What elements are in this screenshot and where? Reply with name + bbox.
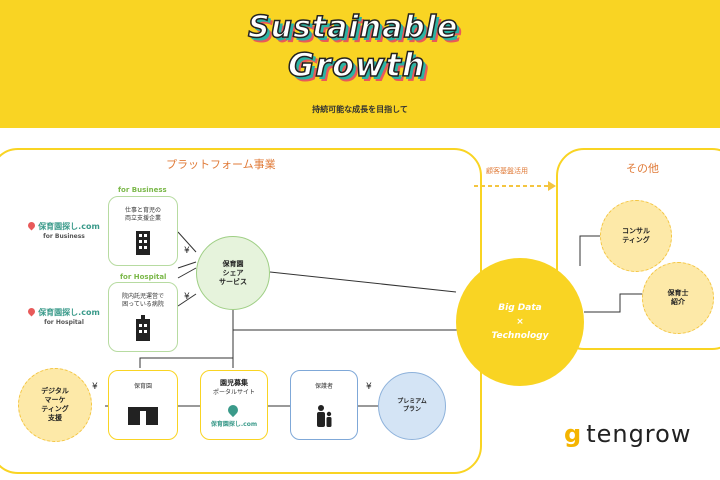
platform-title: プラットフォーム事業 [166,158,276,171]
consulting-circle: コンサル ティング [600,200,672,272]
business-service-logo: 保育園探し.com for Business [26,220,100,242]
hospital-card-line1: 院内託児運営で [121,293,164,300]
tengrow-glyph: g [564,420,583,448]
map-pin-icon [26,306,37,317]
map-pin-icon [26,220,37,231]
portal-card: 園児募集 ポータルサイト 保育園探し.com [200,370,268,440]
map-pin-icon [225,402,241,418]
nursery-card: 保育園 [108,370,178,440]
guardian-label: 保護者 [314,383,333,390]
tengrow-name: tengrow [586,420,692,448]
portal-title-line1: 園児募集 [220,379,248,387]
portal-logo: 保育園探し.com [210,421,258,428]
header-subtitle: 持続可能な成長を目指して [312,105,408,114]
other-title: その他 [626,162,659,175]
for-hospital-label: for Hospital [120,273,167,281]
hospital-building-icon [136,315,150,341]
other-region [556,148,720,350]
big-data-circle: Big Data × Technology [456,258,584,386]
digital-marketing-circle: デジタル マーケ ティング 支援 [18,368,92,442]
business-card-line2: 両立支援企業 [124,215,161,222]
hospital-service-logo: 保育園探し.com for Hospital [26,306,100,328]
customer-base-label: 顧客基盤活用 [486,167,528,175]
nursery-label: 保育園 [133,383,152,390]
hospital-card: 院内託児運営で 困っている病院 [108,282,178,352]
logo-growth: Growth [287,45,426,85]
business-card: 仕事と育児の 両立支援企業 [108,196,178,266]
yen-digital: ¥ [92,382,98,392]
share-service-circle: 保育園 シェア サービス [196,236,270,310]
premium-plan-circle: プレミアム プラン [378,372,446,440]
for-business-label: for Business [118,186,167,194]
yen-business: ¥ [184,246,190,256]
office-building-icon [136,231,150,255]
logo-sustainable: Sustainable [247,9,459,46]
nursery-building-icon [128,407,158,425]
parent-child-icon [317,405,332,427]
yen-hospital: ¥ [184,292,190,302]
portal-title-line2: ポータルサイト [212,389,255,396]
guardian-card: 保護者 [290,370,358,440]
business-card-line1: 仕事と育児の [124,207,161,214]
childcare-referral-circle: 保育士 紹介 [642,262,714,334]
hospital-card-line2: 困っている病院 [122,301,164,308]
header-banner [0,0,720,128]
yen-premium: ¥ [366,382,372,392]
